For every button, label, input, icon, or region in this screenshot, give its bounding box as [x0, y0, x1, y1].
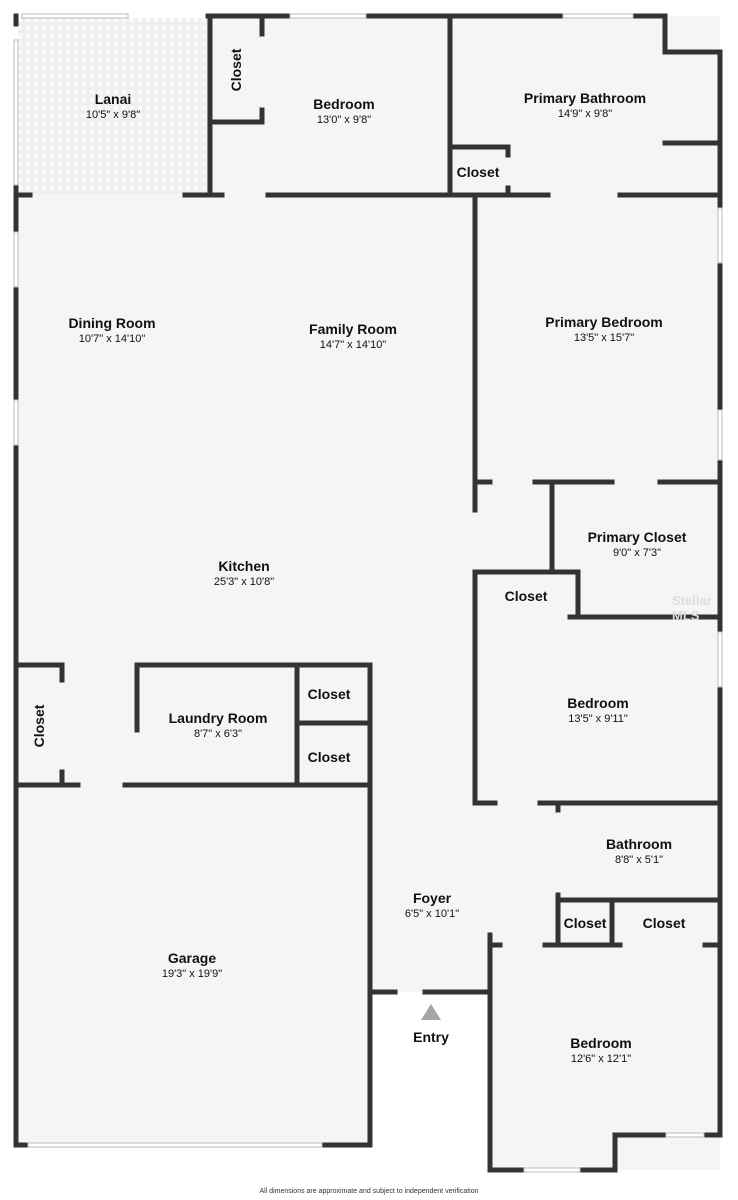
entry-label: Entry — [413, 1029, 449, 1045]
room-name: Closet — [31, 704, 47, 748]
room-closet: Closet — [564, 915, 607, 931]
room-name: Closet — [228, 48, 244, 92]
room-name: Dining Room — [68, 315, 156, 331]
room-dims: 19'3" x 19'9" — [161, 968, 223, 980]
windows — [13, 13, 723, 1173]
room-name: Closet — [642, 915, 686, 931]
room-name: Kitchen — [218, 558, 270, 574]
room-dims: 8'8" x 5'1" — [614, 854, 664, 866]
room-foyer: Foyer 6'5" x 10'1" — [405, 890, 459, 920]
room-name: Closet — [563, 915, 607, 931]
room-closet: Closet — [308, 686, 351, 702]
room-dims: 13'0" x 9'8" — [316, 114, 372, 126]
room-dims: 9'0" x 7'3" — [612, 547, 662, 559]
room-dims: 14'9" x 9'8" — [557, 108, 613, 120]
room-dims: 12'6" x 12'1" — [570, 1053, 632, 1065]
room-name: Bathroom — [605, 836, 673, 852]
floor — [16, 16, 720, 1170]
entry-text: Entry — [413, 1029, 449, 1045]
room-bathroom: Bathroom 8'8" x 5'1" — [606, 836, 672, 866]
lanai-floor — [18, 18, 208, 195]
room-name: Family Room — [309, 321, 397, 337]
room-name: Foyer — [412, 890, 452, 906]
room-primary-bathroom: Primary Bathroom 14'9" x 9'8" — [524, 90, 646, 120]
room-name: Primary Bedroom — [545, 314, 663, 330]
room-kitchen: Kitchen 25'3" x 10'8" — [214, 558, 274, 588]
room-closet: Closet — [308, 749, 351, 765]
room-name: Closet — [456, 164, 500, 180]
room-dims: 8'7" x 6'3" — [193, 728, 243, 740]
room-dims: 13'5" x 9'11" — [568, 713, 628, 725]
room-closet: Closet — [643, 915, 686, 931]
room-dims: 13'5" x 15'7" — [573, 332, 635, 344]
room-name: Closet — [307, 686, 351, 702]
room-family-room: Family Room 14'7" x 14'10" — [309, 321, 397, 351]
room-dims: 6'5" x 10'1" — [404, 908, 460, 920]
room-name: Bedroom — [567, 695, 629, 711]
room-dims: 10'5" x 9'8" — [85, 109, 141, 121]
room-lanai: Lanai 10'5" x 9'8" — [86, 91, 140, 121]
room-name: Closet — [504, 588, 548, 604]
room-closet: Closet — [228, 49, 244, 92]
room-closet: Closet — [505, 588, 548, 604]
room-name: Lanai — [94, 91, 132, 107]
room-dining-room: Dining Room 10'7" x 14'10" — [68, 315, 155, 345]
room-closet: Closet — [457, 164, 500, 180]
watermark: Stellar MLS — [672, 593, 712, 623]
room-primary-bedroom: Primary Bedroom 13'5" x 15'7" — [545, 314, 662, 344]
room-name: Primary Bathroom — [523, 90, 647, 106]
room-name: Closet — [307, 749, 351, 765]
room-name: Laundry Room — [168, 710, 268, 726]
entry-arrow-icon — [421, 1004, 441, 1020]
room-garage: Garage 19'3" x 19'9" — [162, 950, 222, 980]
room-bedroom: Bedroom 13'0" x 9'8" — [313, 96, 374, 126]
room-primary-closet: Primary Closet 9'0" x 7'3" — [588, 529, 687, 559]
room-name: Bedroom — [570, 1035, 632, 1051]
room-name: Bedroom — [313, 96, 375, 112]
room-name: Primary Closet — [587, 529, 687, 545]
room-name: Garage — [167, 950, 217, 966]
room-closet: Closet — [31, 705, 47, 748]
room-dims: 14'7" x 14'10" — [319, 339, 387, 351]
disclaimer: All dimensions are approximate and subje… — [259, 1188, 479, 1195]
room-bedroom: Bedroom 12'6" x 12'1" — [570, 1035, 631, 1065]
room-laundry-room: Laundry Room 8'7" x 6'3" — [169, 710, 268, 740]
room-bedroom: Bedroom 13'5" x 9'11" — [567, 695, 628, 725]
room-dims: 10'7" x 14'10" — [78, 333, 146, 345]
room-dims: 25'3" x 10'8" — [213, 576, 275, 588]
